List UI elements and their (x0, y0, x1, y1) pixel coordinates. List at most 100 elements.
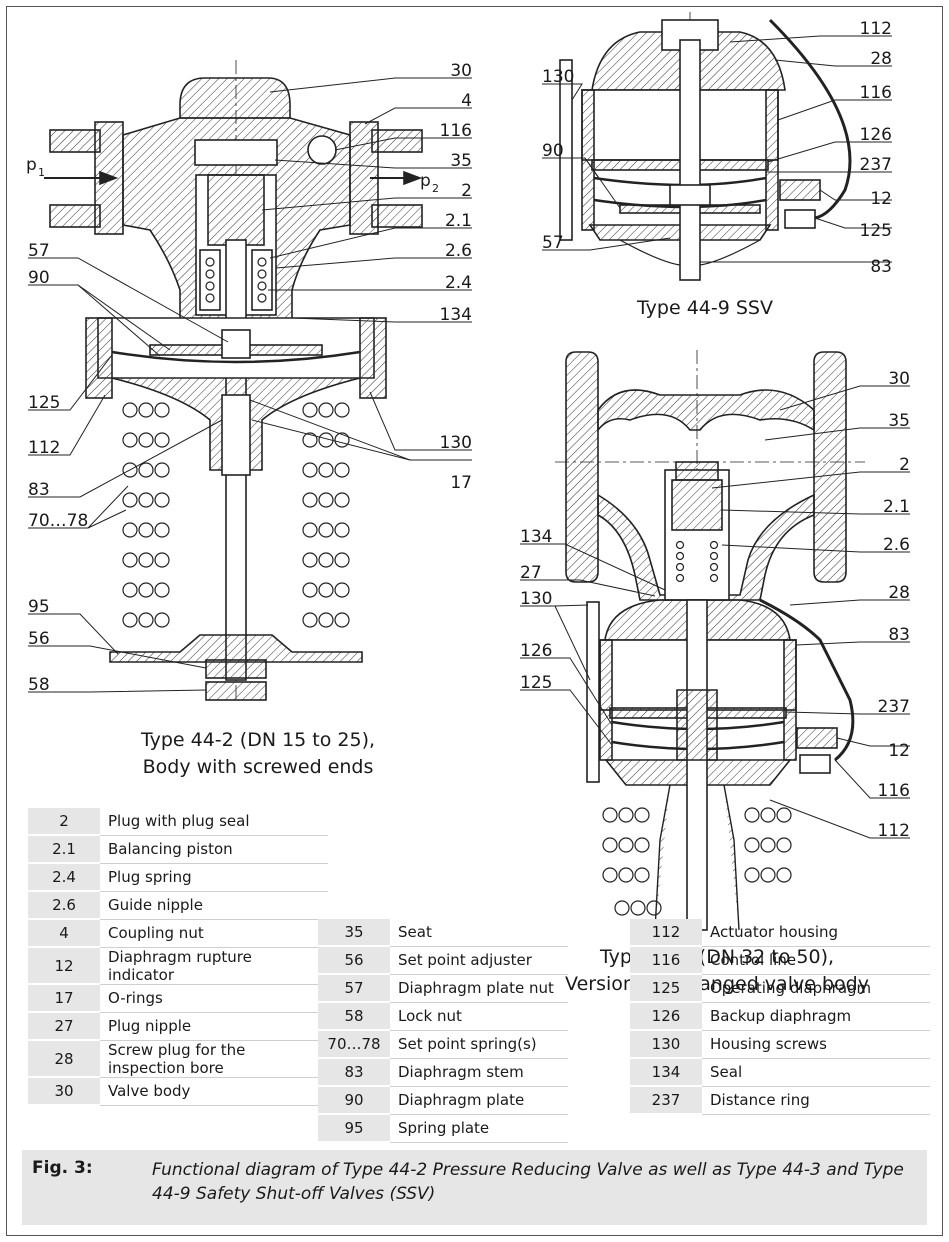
ssv-label-126: 126 (860, 125, 892, 145)
legend-description: Plug nipple (100, 1012, 328, 1041)
housing-screw-49 (559, 59, 573, 241)
leaders-44-2 (28, 77, 472, 693)
ssv-label-12: 12 (870, 189, 892, 209)
labels-44-2: 30 4 116 35 2 2.1 2.6 2.4 134 130 17 57 … (26, 61, 472, 778)
label-17: 17 (450, 473, 472, 493)
legend-description: Spring plate (390, 1114, 568, 1143)
t43-label-130: 130 (520, 589, 552, 609)
housing-screw-43 (586, 601, 600, 783)
label-134: 134 (440, 305, 472, 325)
legend-number: 28 (28, 1040, 100, 1078)
label-p2-sub: 2 (432, 182, 439, 195)
label-30: 30 (450, 61, 472, 81)
legend-description: Diaphragm rupture indicator (100, 947, 328, 985)
legend-number: 2 (28, 808, 100, 836)
leaders-44-9 (542, 35, 892, 263)
legend-number: 12 (28, 947, 100, 985)
ssv-label-125: 125 (860, 221, 892, 241)
legend-number: 30 (28, 1077, 100, 1106)
seat-43 (675, 461, 719, 481)
legend-number: 57 (318, 974, 390, 1003)
control-line-43 (759, 598, 855, 762)
legend-description: Distance ring (702, 1086, 930, 1115)
set-point-springs-42 (122, 402, 350, 628)
pipe-end-left-bottom (49, 204, 101, 228)
valve-body-bottom-43 (597, 493, 815, 601)
legend-description: Operating diaphragm (702, 974, 930, 1003)
ssv-label-83: 83 (870, 257, 892, 277)
labels-44-9: 112 28 116 126 237 12 125 83 130 90 57 T… (542, 19, 892, 319)
lock-nut-42 (205, 681, 267, 701)
figure-caption: Fig. 3: Functional diagram of Type 44-2 … (22, 1150, 927, 1225)
ssv-label-130: 130 (542, 67, 574, 87)
legend-description: Lock nut (390, 1002, 568, 1031)
label-35: 35 (450, 151, 472, 171)
label-2-4: 2.4 (445, 273, 472, 293)
label-70-78: 70…78 (28, 511, 88, 531)
legend-number: 116 (630, 946, 702, 975)
label-p1-sub: 1 (38, 166, 45, 179)
legend-description: Plug with plug seal (100, 808, 328, 836)
legend-description: Backup diaphragm (702, 1002, 930, 1031)
flange-right-43 (813, 351, 847, 583)
t43-label-112: 112 (878, 821, 910, 841)
label-130: 130 (440, 433, 472, 453)
plug-43 (671, 479, 723, 531)
leaders-44-3 (520, 385, 910, 839)
legend-description: Diaphragm plate nut (390, 974, 568, 1003)
ssv-label-116: 116 (860, 83, 892, 103)
legend-number: 237 (630, 1086, 702, 1115)
label-125: 125 (28, 393, 60, 413)
t43-label-27: 27 (520, 563, 542, 583)
label-95: 95 (28, 597, 50, 617)
t43-label-2: 2 (899, 455, 910, 475)
legend-description: Guide nipple (100, 891, 328, 920)
ssv-label-28: 28 (870, 49, 892, 69)
t43-label-2-6: 2.6 (883, 535, 910, 555)
rupture-indicator-43 (796, 727, 838, 749)
plug-42 (207, 174, 265, 246)
label-2: 2 (461, 181, 472, 201)
legend-description: Set point adjuster (390, 946, 568, 975)
legend-number: 2.4 (28, 863, 100, 892)
legend-description: Diaphragm stem (390, 1058, 568, 1087)
legend-number: 134 (630, 1058, 702, 1087)
legend-number: 130 (630, 1030, 702, 1059)
legend-description: Housing screws (702, 1030, 930, 1059)
label-58: 58 (28, 675, 50, 695)
label-p2: p (420, 171, 431, 191)
t43-label-237: 237 (878, 697, 910, 717)
legend-description: Control line (702, 946, 930, 975)
t43-label-30: 30 (888, 369, 910, 389)
label-116: 116 (440, 121, 472, 141)
label-2-1: 2.1 (445, 211, 472, 231)
plug-spring-42 (205, 257, 267, 303)
label-p1: p (26, 155, 37, 175)
legend-description: Valve body (100, 1077, 328, 1106)
legend-description: Set point spring(s) (390, 1030, 568, 1059)
label-90: 90 (28, 268, 50, 288)
legend-description: Seat (390, 919, 568, 947)
ssv-label-112: 112 (860, 19, 892, 39)
legend-description: Coupling nut (100, 919, 328, 948)
legend-number: 126 (630, 1002, 702, 1031)
